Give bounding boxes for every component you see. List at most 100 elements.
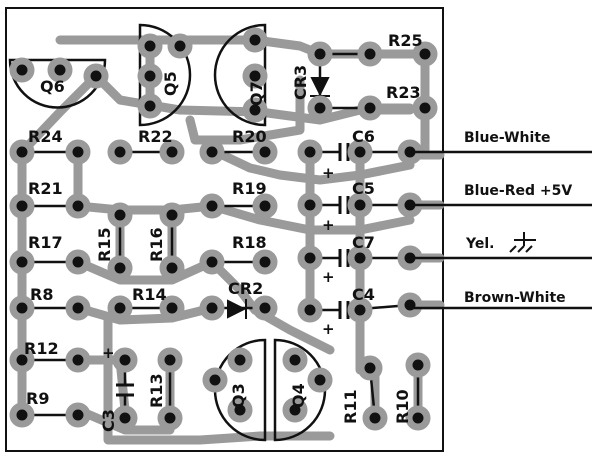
solder-pad <box>167 33 193 59</box>
q3-outline <box>213 338 267 442</box>
ground-icon <box>509 232 536 253</box>
label-q4: Q4 <box>289 383 308 408</box>
wire-label-yel: Yel. <box>466 236 495 252</box>
label-q6: Q6 <box>40 77 65 96</box>
solder-pads <box>9 27 438 431</box>
label-r19: R19 <box>232 179 267 198</box>
label-r9: R9 <box>26 389 49 408</box>
q5-outline <box>138 23 192 127</box>
solder-pad <box>107 295 133 321</box>
component-labels: Q6 Q5 Q7 CR3 R25 R23 R24 R22 R20 C6 R21 … <box>24 31 423 432</box>
solder-pad <box>157 405 183 431</box>
label-r24: R24 <box>28 127 63 146</box>
solder-pad <box>297 139 323 165</box>
solder-pad <box>107 255 133 281</box>
solder-pad <box>159 255 185 281</box>
solder-pad <box>242 63 268 89</box>
solder-pad <box>412 95 438 121</box>
label-q5: Q5 <box>161 71 180 96</box>
label-r20: R20 <box>232 127 267 146</box>
solder-pad <box>47 57 73 83</box>
label-r23: R23 <box>386 83 421 102</box>
solder-pad <box>65 193 91 219</box>
solder-pad <box>242 27 268 53</box>
solder-pad <box>357 95 383 121</box>
solder-pad <box>65 139 91 165</box>
solder-pad <box>362 405 388 431</box>
solder-pad <box>347 192 373 218</box>
solder-pad <box>9 347 35 373</box>
solder-pad <box>107 202 133 228</box>
solder-pad <box>159 295 185 321</box>
solder-pad <box>137 33 163 59</box>
plus-c5: + <box>322 216 335 234</box>
solder-pad <box>9 193 35 219</box>
solder-pad <box>282 397 308 423</box>
solder-pad <box>347 297 373 323</box>
solder-pad <box>199 249 225 275</box>
solder-pad <box>397 292 423 318</box>
label-r16: R16 <box>147 227 166 262</box>
label-r12: R12 <box>24 339 59 358</box>
plus-c4: + <box>322 320 335 338</box>
solder-pad <box>357 355 383 381</box>
solder-pad <box>65 249 91 275</box>
label-c7: C7 <box>352 233 375 252</box>
plus-c3: + <box>102 344 115 362</box>
off-board-wires <box>410 150 592 310</box>
solder-pad <box>252 295 278 321</box>
solder-pad <box>347 139 373 165</box>
solder-pad <box>199 139 225 165</box>
solder-pad <box>227 397 253 423</box>
solder-pad <box>199 295 225 321</box>
label-r21: R21 <box>28 179 63 198</box>
label-c4: C4 <box>352 285 375 304</box>
solder-pad <box>405 405 431 431</box>
wire-label-brown-white: Brown-White <box>464 290 566 306</box>
label-r14: R14 <box>132 285 167 304</box>
solder-pad <box>252 193 278 219</box>
label-r13: R13 <box>147 373 166 408</box>
label-cr3: CR3 <box>291 65 310 100</box>
solder-pad <box>9 249 35 275</box>
solder-pad <box>65 402 91 428</box>
plus-c7: + <box>322 268 335 286</box>
solder-pad <box>347 245 373 271</box>
solder-pad <box>297 192 323 218</box>
solder-pad <box>307 367 333 393</box>
solder-pad <box>83 63 109 89</box>
solder-pad <box>65 295 91 321</box>
solder-pad <box>157 347 183 373</box>
solder-pad <box>202 367 228 393</box>
solder-pad <box>297 297 323 323</box>
solder-pad <box>107 139 133 165</box>
solder-pad <box>405 352 431 378</box>
label-c6: C6 <box>352 127 375 146</box>
solder-pad <box>137 63 163 89</box>
solder-pad <box>252 249 278 275</box>
solder-pad <box>307 95 333 121</box>
wire-label-blue-red: Blue-Red +5V <box>464 183 573 199</box>
label-q7: Q7 <box>247 81 266 106</box>
solder-pad <box>227 347 253 373</box>
label-r10: R10 <box>393 389 412 424</box>
solder-pad <box>282 347 308 373</box>
solder-pad <box>307 41 333 67</box>
solder-pad <box>159 202 185 228</box>
solder-pad <box>242 97 268 123</box>
label-r22: R22 <box>138 127 173 146</box>
diode-cr2-symbol <box>227 299 247 319</box>
solder-pad <box>112 405 138 431</box>
solder-pad <box>159 139 185 165</box>
solder-pad <box>297 245 323 271</box>
solder-pad <box>9 139 35 165</box>
solder-pad <box>9 295 35 321</box>
label-r15: R15 <box>95 227 114 262</box>
label-r17: R17 <box>28 233 63 252</box>
label-r11: R11 <box>341 389 360 424</box>
label-r18: R18 <box>232 233 267 252</box>
q4-outline <box>273 338 327 442</box>
solder-pad <box>9 402 35 428</box>
label-r8: R8 <box>30 285 53 304</box>
